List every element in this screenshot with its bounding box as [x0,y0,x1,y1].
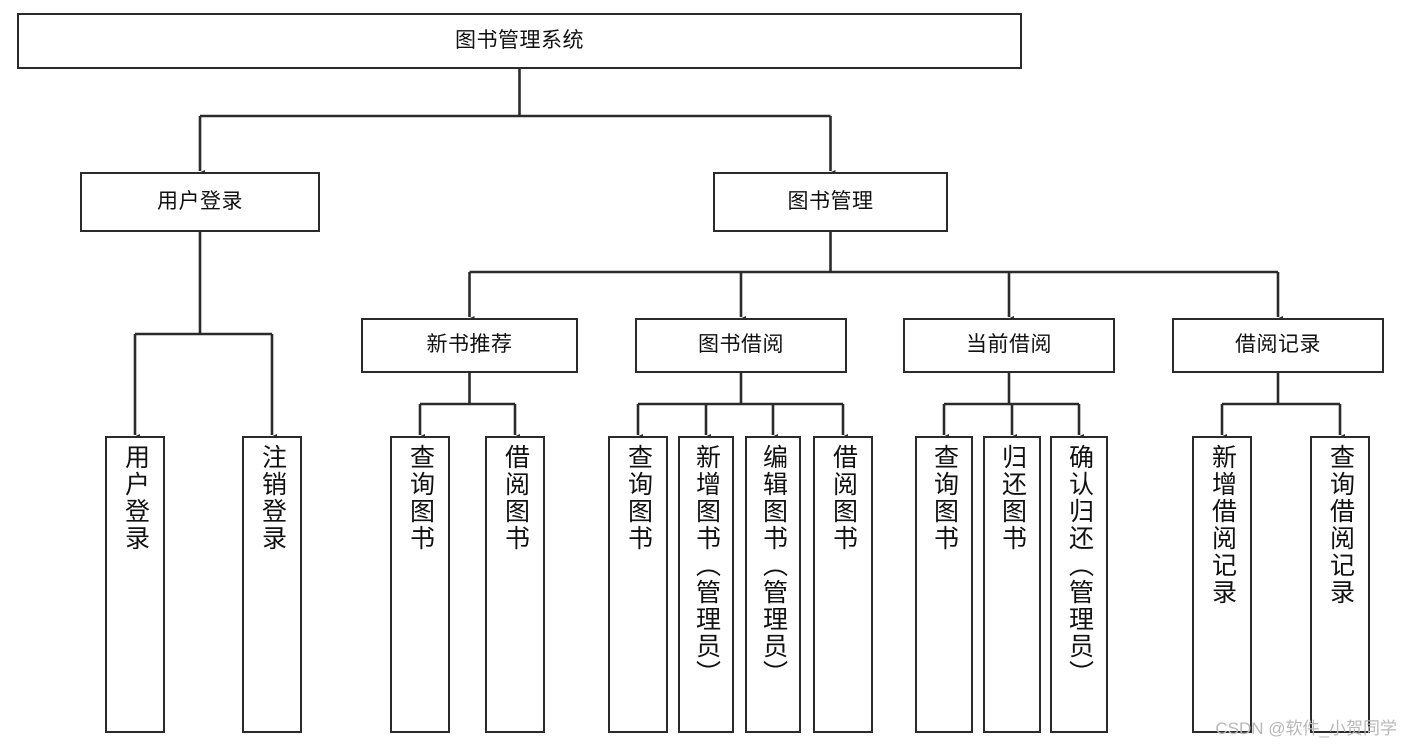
watermark-text: CSDN @软件_小贺同学 [1215,719,1397,738]
node-box-f9[interactable]: 查询图书 [915,436,973,733]
node-label-f9: 查询图书 [930,444,959,552]
node-box-f4[interactable]: 借阅图书 [485,436,545,733]
node-box-l3b[interactable]: 图书借阅 [635,318,847,373]
node-label-l3b: 图书借阅 [698,333,784,357]
node-box-f3[interactable]: 查询图书 [390,436,450,733]
node-label-l3a: 新书推荐 [426,333,513,357]
node-label-f12: 新增借阅记录 [1208,444,1237,606]
node-label-f5: 查询图书 [624,444,653,552]
node-box-l2b[interactable]: 图书管理 [713,172,948,232]
node-box-f2[interactable]: 注销登录 [242,436,302,733]
node-box-l3a[interactable]: 新书推荐 [361,318,578,373]
node-box-f5[interactable]: 查询图书 [608,436,668,733]
node-box-l2a[interactable]: 用户登录 [80,172,320,232]
node-label-root: 图书管理系统 [455,28,584,52]
node-label-f1: 用户登录 [121,444,150,552]
node-box-f8[interactable]: 借阅图书 [813,436,873,733]
node-box-f1[interactable]: 用户登录 [105,436,165,733]
node-label-f11: 确认归还（管理员） [1065,444,1094,687]
node-label-l2b: 图书管理 [787,189,874,213]
node-label-f3: 查询图书 [406,444,435,552]
node-box-f6[interactable]: 新增图书（管理员） [678,436,734,733]
node-box-f7[interactable]: 编辑图书（管理员） [745,436,801,733]
node-label-f2: 注销登录 [258,444,287,552]
node-box-l3c[interactable]: 当前借阅 [903,318,1115,373]
node-box-f10[interactable]: 归还图书 [983,436,1041,733]
node-label-l3d: 借阅记录 [1235,333,1321,357]
node-label-l3c: 当前借阅 [966,333,1052,357]
node-label-f13: 查询借阅记录 [1326,444,1355,606]
node-box-f13[interactable]: 查询借阅记录 [1310,436,1370,733]
node-label-f7: 编辑图书（管理员） [759,444,788,687]
node-label-f10: 归还图书 [998,444,1027,552]
node-label-l2a: 用户登录 [157,189,243,213]
node-box-root[interactable]: 图书管理系统 [17,13,1022,69]
node-box-f12[interactable]: 新增借阅记录 [1192,436,1252,733]
node-box-l3d[interactable]: 借阅记录 [1172,318,1384,373]
node-label-f6: 新增图书（管理员） [692,444,721,687]
node-label-f8: 借阅图书 [829,444,858,552]
node-box-f11[interactable]: 确认归还（管理员） [1050,436,1108,733]
node-label-f4: 借阅图书 [501,444,530,552]
